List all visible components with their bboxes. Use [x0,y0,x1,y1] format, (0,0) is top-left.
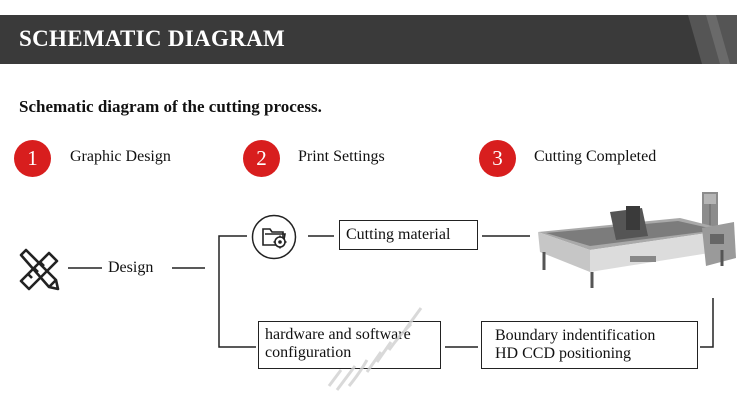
watermark-logo [327,307,423,391]
design-label: Design [108,259,154,276]
step-1-label: Graphic Design [70,148,171,165]
boundary-line-1: Boundary indentification [495,327,656,344]
design-tools-icon [19,248,60,291]
diagram-subtitle: Schematic diagram of the cutting process… [19,97,322,116]
cutting-material-label: Cutting material [346,226,451,243]
banner-shape [0,15,737,64]
step-1-badge: 1 [14,140,51,177]
hardware-software-box: hardware and software configuration [258,321,441,369]
boundary-identification-box: Boundary indentification HD CCD position… [481,321,698,369]
folder-gear-icon [251,214,297,260]
step-2-badge: 2 [243,140,280,177]
step-3-badge: 3 [479,140,516,177]
hardware-line-2: configuration [265,344,352,361]
header-banner: SCHEMATIC DIAGRAM [0,15,737,64]
hardware-line-1: hardware and software [265,326,411,343]
step-3-label: Cutting Completed [534,148,657,165]
cutting-material-box: Cutting material [339,220,478,250]
boundary-line-2: HD CCD positioning [495,345,632,362]
page-title: SCHEMATIC DIAGRAM [19,26,285,51]
cutting-machine-icon [538,192,736,288]
step-2-label: Print Settings [298,148,385,165]
